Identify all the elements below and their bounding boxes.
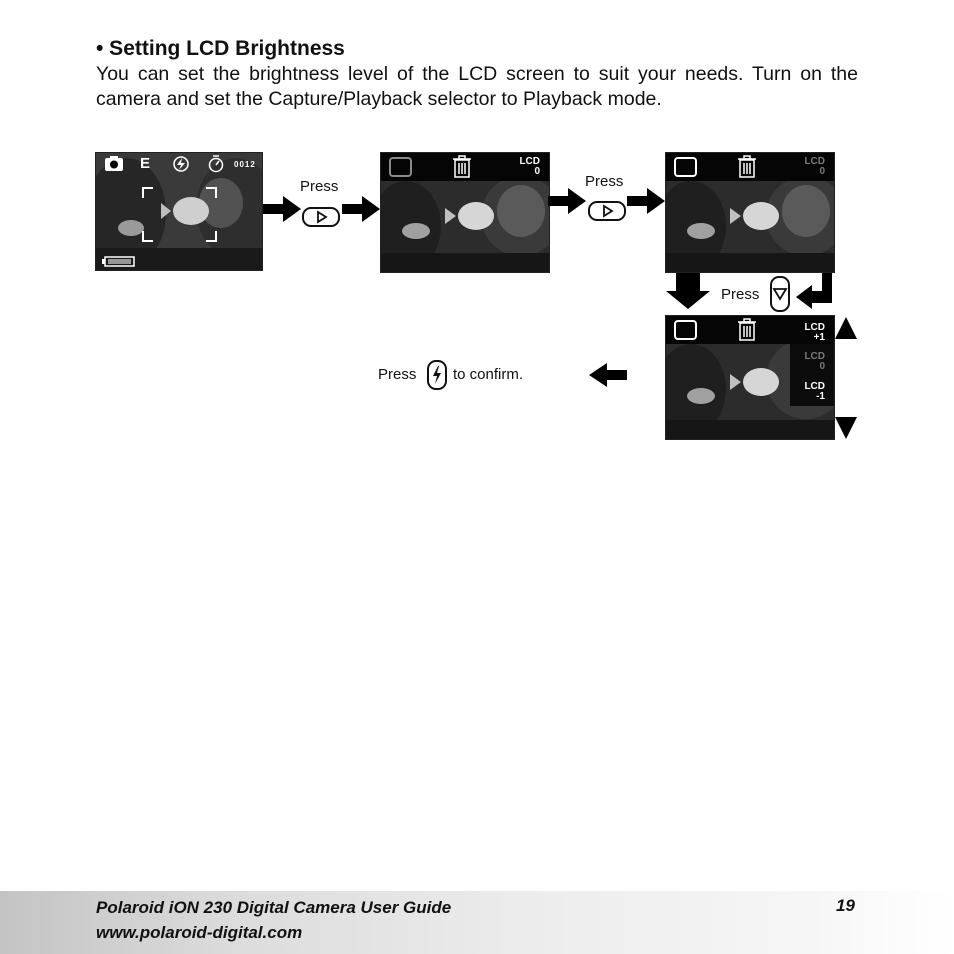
image-frame-icon [674,157,697,177]
lcd-option-0: LCD 0 [804,351,825,372]
lcd-screen-playback-selected: LCD 0 [665,152,835,273]
down-button [770,276,790,312]
lcd-option-minus-1: LCD -1 [804,381,825,402]
flash-off-icon [173,156,189,172]
battery-icon [102,256,135,267]
lcd-level-indicator: LCD 0 [804,156,825,177]
image-frame-icon [674,320,697,340]
arrow-down-icon [835,417,857,439]
page-number: 19 [836,896,855,915]
lcd-option-panel [790,344,834,406]
intro-paragraph: You can set the brightness level of the … [96,63,858,110]
lcd-level-indicator: LCD 0 [519,156,540,177]
aquarium-photo [381,181,549,272]
arrow-up-icon [835,317,857,339]
press-label-3: Press [721,286,760,303]
trash-icon [453,155,471,178]
press-label-1: Press [300,178,339,195]
right-button [588,201,626,221]
focus-frame [142,187,217,242]
camera-icon [105,156,123,171]
shot-counter: 0012 [234,160,256,169]
lcd-option-plus-1: LCD +1 [804,322,825,343]
flow-arrow-down-right [796,273,832,309]
flow-arrow-right-3 [548,188,586,214]
trash-icon [738,318,756,341]
triangle-down-icon [772,288,788,301]
lcd-screen-capture: E 0012 [95,152,263,271]
play-right-icon [317,210,328,224]
aquarium-photo [666,181,834,272]
press-label-2: Press [585,173,624,190]
page-footer [0,891,954,954]
confirm-label: to confirm. [453,366,524,383]
press-label-4: Press [378,366,417,383]
trash-icon [738,155,756,178]
footer-title: Polaroid iON 230 Digital Camera User Gui… [96,898,452,917]
section-heading: • Setting LCD Brightness [96,37,345,60]
aquarium-photo [666,344,834,439]
image-frame-icon [389,157,412,177]
flow-arrow-right-1 [263,196,301,222]
flow-arrow-left [589,363,627,387]
flow-arrow-right-2 [342,196,380,222]
play-right-icon [603,204,614,218]
flow-arrow-right-4 [627,188,665,214]
lcd-screen-brightness-menu: LCD +1 LCD 0 LCD -1 [665,315,835,440]
flow-arrow-down-left [666,273,710,309]
flash-button [427,360,447,390]
mode-letter: E [140,155,151,172]
lcd-screen-playback: LCD 0 [380,152,550,273]
flash-icon [433,366,441,384]
footer-url: www.polaroid-digital.com [96,923,303,942]
self-timer-icon [208,155,224,173]
right-button [302,207,340,227]
